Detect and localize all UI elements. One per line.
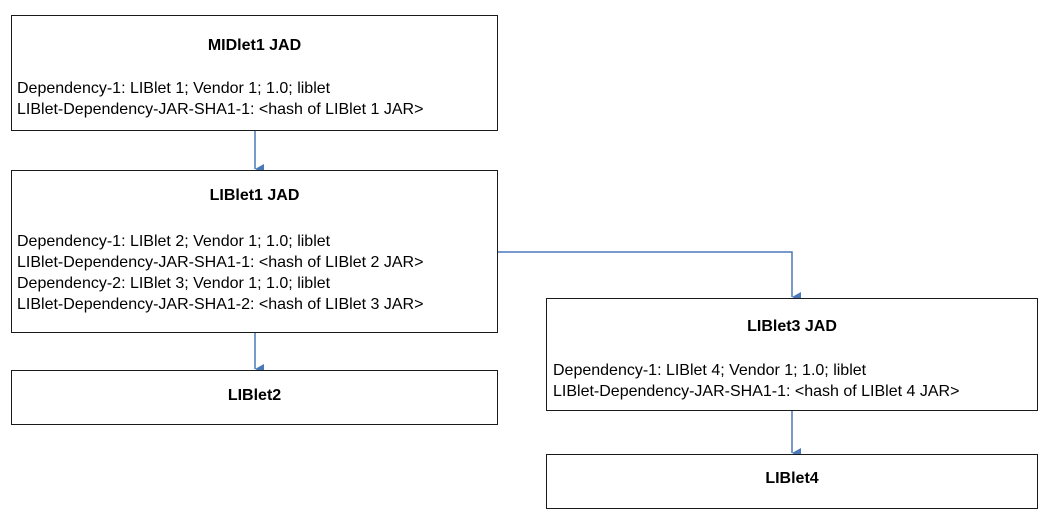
- dependency-line: LIBlet-Dependency-JAR-SHA1-2: <hash of L…: [17, 296, 424, 313]
- arrow-liblet1-to-liblet3: [498, 251, 801, 302]
- dependency-line: LIBlet-Dependency-JAR-SHA1-1: <hash of L…: [17, 101, 424, 118]
- dependency-line: LIBlet-Dependency-JAR-SHA1-1: <hash of L…: [17, 254, 424, 271]
- dependency-line: Dependency-1: LIBlet 2; Vendor 1; 1.0; l…: [17, 233, 331, 250]
- box-title: LIBlet4: [765, 470, 819, 487]
- dependency-line: Dependency-2: LIBlet 3; Vendor 1; 1.0; l…: [17, 275, 331, 292]
- box-lines: Dependency-1: LIBlet 1; Vendor 1; 1.0; l…: [17, 78, 423, 120]
- box-lines: Dependency-1: LIBlet 2; Vendor 1; 1.0; l…: [17, 231, 423, 315]
- box-lines: Dependency-1: LIBlet 4; Vendor 1; 1.0; l…: [553, 360, 959, 402]
- dependency-line: Dependency-1: LIBlet 1; Vendor 1; 1.0; l…: [17, 80, 331, 97]
- box-title: MIDlet1 JAD: [207, 37, 302, 54]
- dependency-line: LIBlet-Dependency-JAR-SHA1-1: <hash of L…: [553, 383, 960, 400]
- liblet3-jad-box: LIBlet3 JAD Dependency-1: LIBlet 4; Vend…: [546, 298, 1038, 411]
- liblet2-box: LIBlet2: [11, 370, 498, 425]
- box-title: LIBlet1 JAD: [209, 187, 300, 204]
- liblet4-box: LIBlet4: [546, 454, 1038, 509]
- liblet1-jad-box: LIBlet1 JAD Dependency-1: LIBlet 2; Vend…: [11, 170, 498, 333]
- box-title: LIBlet2: [227, 387, 282, 404]
- dependency-line: Dependency-1: LIBlet 4; Vendor 1; 1.0; l…: [553, 362, 867, 379]
- midlet1-jad-box: MIDlet1 JAD Dependency-1: LIBlet 1; Vend…: [11, 15, 498, 131]
- box-title: LIBlet3 JAD: [747, 318, 837, 335]
